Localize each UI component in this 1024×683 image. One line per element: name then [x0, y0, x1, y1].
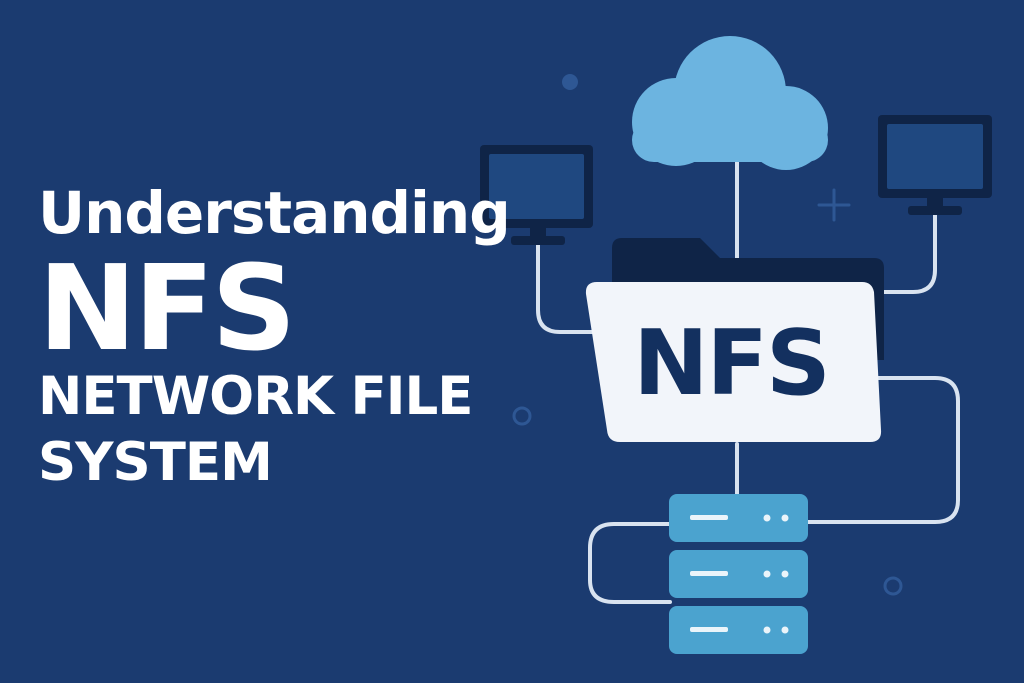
title-block: Understanding NFS NETWORK FILE SYSTEM [38, 178, 511, 496]
server-unit [669, 494, 808, 542]
monitor-icon [480, 145, 593, 245]
server-unit [669, 550, 808, 598]
server-icon [669, 494, 808, 654]
title-line-system: SYSTEM [38, 432, 273, 493]
connector-left-loop [588, 522, 672, 604]
folder-icon: NFS [585, 238, 884, 442]
title-line-nfs: NFS [38, 239, 296, 377]
server-unit [669, 606, 808, 654]
decor-ring [512, 406, 532, 426]
decor-dot [562, 74, 578, 90]
decor-ring [883, 576, 903, 596]
connector-right-monitor [878, 212, 937, 294]
connectors [536, 158, 960, 604]
folder-label: NFS [633, 311, 829, 416]
title-line-network-file: NETWORK FILE [38, 366, 473, 427]
plus-icon [817, 188, 851, 222]
connector-left-monitor [536, 242, 598, 334]
title-line-understanding: Understanding [38, 179, 511, 247]
cloud-icon [632, 36, 828, 170]
connector-right-loop [806, 376, 960, 524]
monitor-icon [878, 115, 992, 215]
